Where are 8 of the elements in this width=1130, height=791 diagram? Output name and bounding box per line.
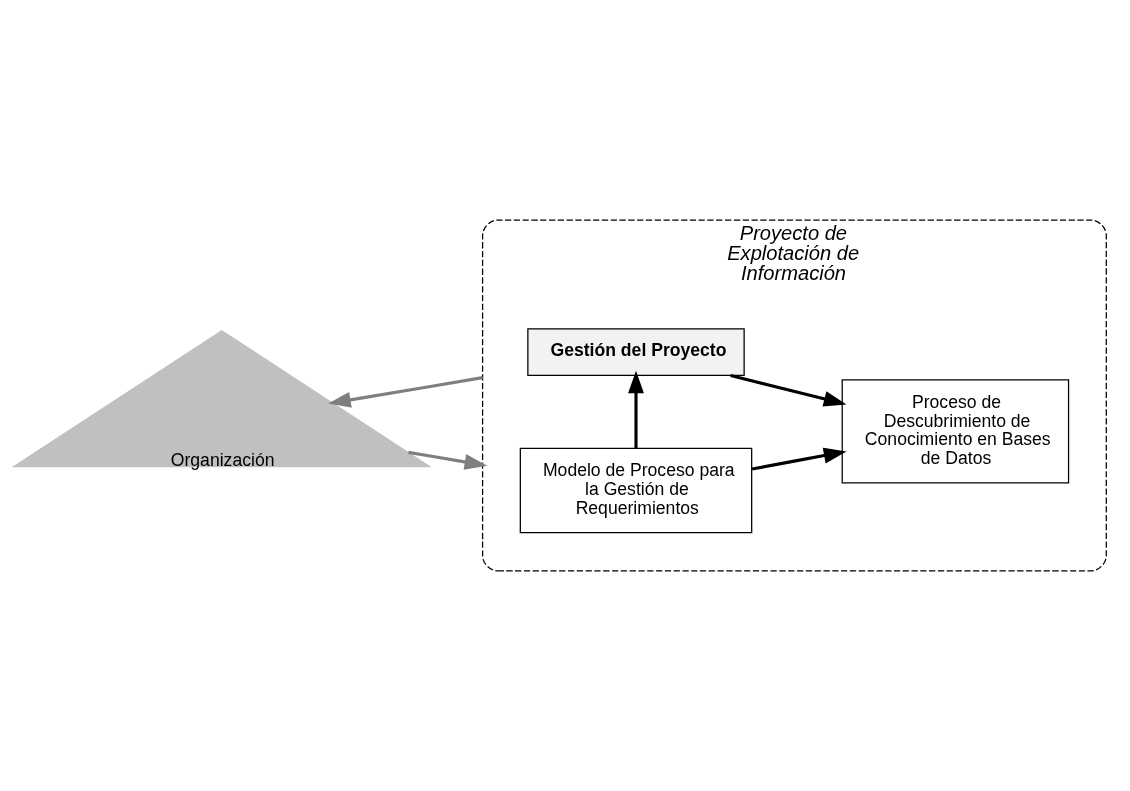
node-box: Gestión del Proyecto xyxy=(527,328,745,376)
arrow xyxy=(751,447,847,471)
node-box: Proceso de Descubrimiento de Conocimiento en Bases de Datos xyxy=(841,379,1070,484)
arrow xyxy=(328,376,483,408)
arrow xyxy=(628,370,644,449)
node-box: Modelo de Proceso para la Gestión de Requerimientos xyxy=(519,447,753,534)
arrow xyxy=(730,373,847,407)
arrow xyxy=(408,450,488,470)
